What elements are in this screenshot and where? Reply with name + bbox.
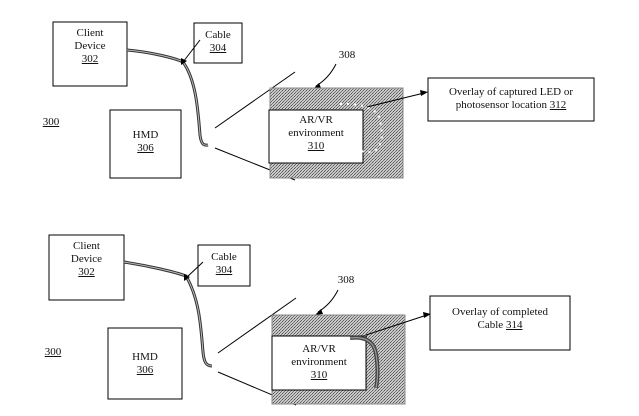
client-device-label: Client Device 302 (49, 240, 124, 279)
figure-ref: 300 (40, 346, 66, 359)
overlay-line1: Overlay of completed (430, 306, 570, 319)
view-ref-arrow (316, 64, 336, 86)
view-ref-arrow (318, 290, 338, 312)
cable-text: Cable (194, 29, 242, 42)
hmd-ref: 306 (110, 142, 181, 155)
client-device-label: Client Device 302 (53, 27, 127, 66)
client-device-line1: Client (53, 27, 127, 40)
environment-label: AR/VR environment 310 (269, 114, 363, 153)
overlay-label: Overlay of captured LED or photosensor l… (428, 86, 594, 112)
hmd-text: HMD (110, 129, 181, 142)
environment-label: AR/VR environment 310 (272, 343, 366, 382)
view-ref: 308 (333, 274, 359, 287)
environment-line2: environment (269, 127, 363, 140)
cable-ref: 304 (198, 264, 250, 277)
client-device-line2: Device (53, 40, 127, 53)
view-ref: 308 (334, 49, 360, 62)
cable-ref: 304 (194, 42, 242, 55)
hmd-label: HMD 306 (110, 129, 181, 155)
cable-label: Cable 304 (194, 29, 242, 55)
hmd-ref: 306 (108, 364, 182, 377)
overlay-line2: Cable 314 (430, 319, 570, 332)
overlay-line2-text: photosensor location (456, 99, 547, 111)
environment-line2: environment (272, 356, 366, 369)
client-device-line2: Device (49, 253, 124, 266)
client-device-ref: 302 (53, 53, 127, 66)
environment-line1: AR/VR (269, 114, 363, 127)
client-device-ref: 302 (49, 266, 124, 279)
overlay-line2: photosensor location 312 (428, 99, 594, 112)
environment-ref: 310 (272, 369, 366, 382)
client-device-line1: Client (49, 240, 124, 253)
figure-ref: 300 (38, 116, 64, 129)
overlay-label: Overlay of completed Cable 314 (430, 306, 570, 332)
cable-text: Cable (198, 251, 250, 264)
cable-label: Cable 304 (198, 251, 250, 277)
environment-line1: AR/VR (272, 343, 366, 356)
overlay-ref: 312 (550, 99, 567, 111)
overlay-ref: 314 (506, 319, 523, 331)
hmd-text: HMD (108, 351, 182, 364)
hmd-label: HMD 306 (108, 351, 182, 377)
overlay-line2-text: Cable (478, 319, 504, 331)
environment-ref: 310 (269, 140, 363, 153)
overlay-line1: Overlay of captured LED or (428, 86, 594, 99)
